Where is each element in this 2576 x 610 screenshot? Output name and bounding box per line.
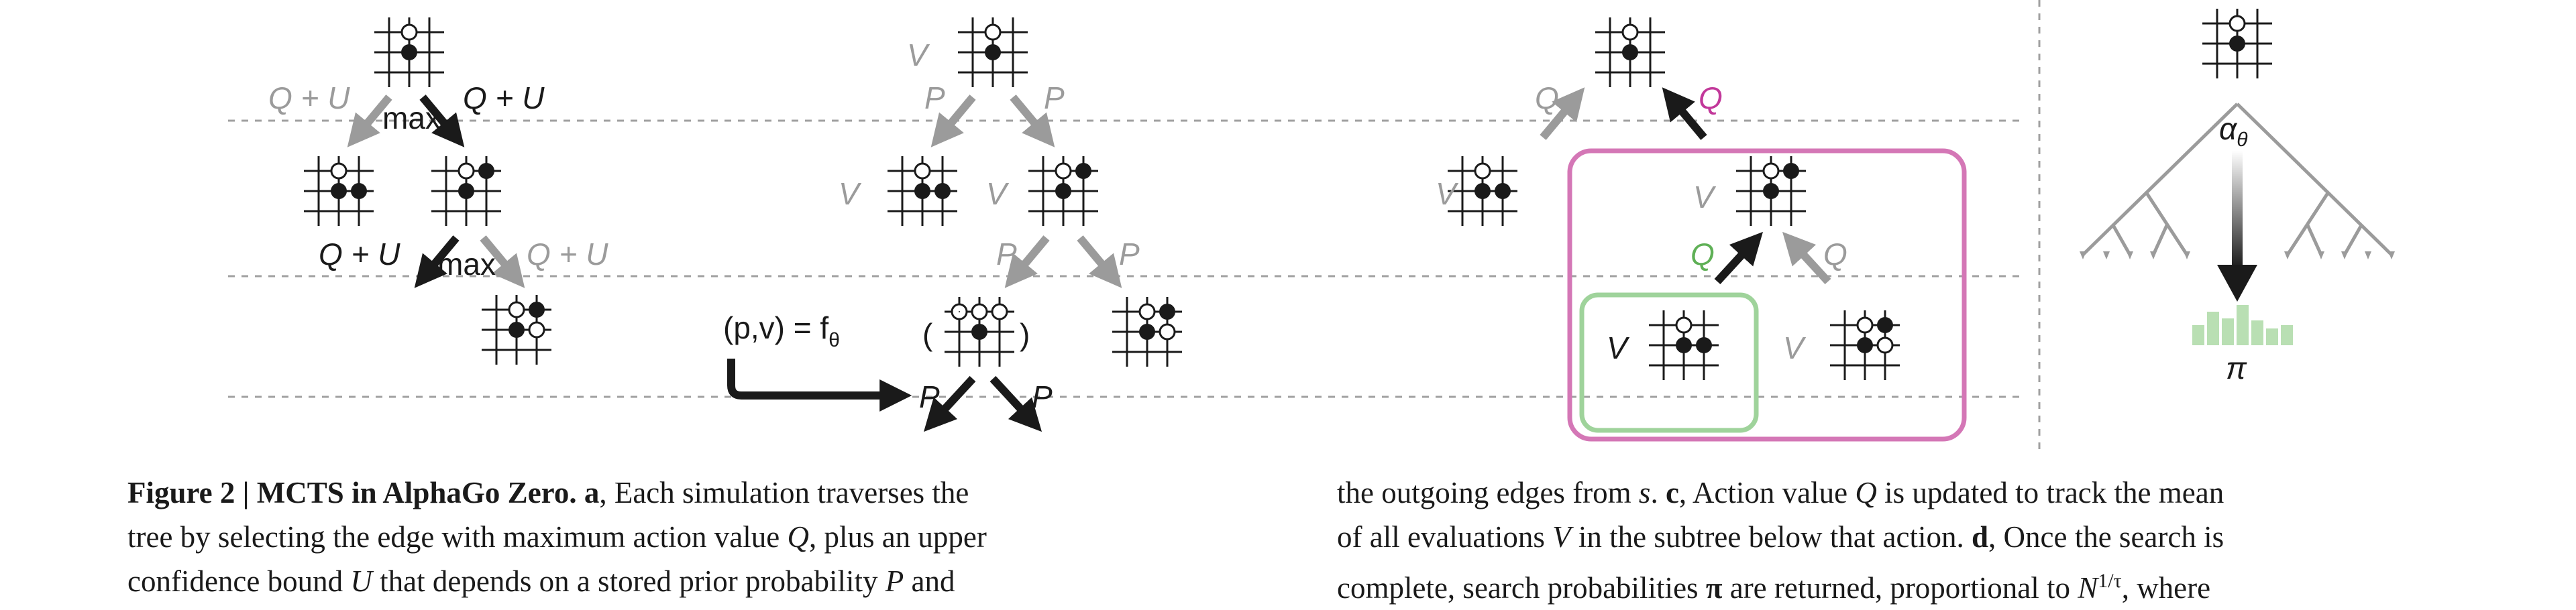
level-separators [228,119,2026,398]
board-b-left [888,156,957,226]
label-b-top-left-p: P [924,80,945,115]
arrow-b-mid-left [1004,235,1050,288]
board-c-green-leaf [1649,310,1719,380]
board-c-root [1595,17,1665,87]
arrow-b-top-right [1010,95,1055,147]
arrow-c-top-left [1540,87,1585,140]
board-a-root [374,17,444,87]
arrow-b-network [727,359,912,412]
label-b-mid-left-p: P [996,237,1017,271]
label-c-green-q: Q [1690,237,1715,271]
panel-c-backup: Q Q V V Q Q V V [1436,17,1967,442]
label-c-grey-q: Q [1823,237,1847,271]
caption-right-line-3: complete, search probabilities π are ret… [1337,570,2211,605]
paren-left: ( [922,317,933,352]
arrow-c-grey [1782,231,1831,285]
board-b-leaf [1112,297,1182,367]
panel-b-expand: V P P V V P P ( ) (p,v) = fθ P P [723,17,1182,432]
panel-d-play: αθ π [2080,9,2395,385]
arrow-a-mid-left [414,235,460,288]
mcts-figure: Q + U max Q + U Q + U max Q + U V P P V … [228,0,2395,456]
label-b-right-v: V [986,176,1010,211]
arrow-b-mid-right [1077,235,1122,288]
board-a-left [304,156,374,226]
paren-right: ) [1020,317,1030,352]
arrow-a-top-right [419,95,465,147]
label-b-network: (p,v) = fθ [723,310,840,351]
green-subtree-box [1579,292,1759,433]
caption-left-line-3: confidence bound U that depends on a sto… [127,564,955,598]
policy-arrow-head [2217,265,2257,302]
caption-left-line-1: Figure 2 | MCTS in AlphaGo Zero. a, Each… [127,476,969,509]
label-b-leaf-left-p: P [919,379,940,414]
caption-left: Figure 2 | MCTS in AlphaGo Zero. a, Each… [127,471,987,603]
policy-tree [2082,103,2393,256]
label-c-green-v: V [1607,330,1630,365]
label-b-mid-right-p: P [1119,237,1140,271]
label-a-mid-left: Q + U [319,237,400,271]
label-d-alpha: αθ [2219,111,2248,151]
label-b-leaf-right-p: P [1032,379,1053,414]
label-c-mid-v: V [1693,180,1717,215]
board-a-right [431,156,501,226]
label-c-top-left-q: Q [1535,80,1559,115]
policy-arrow-shaft [2232,151,2243,268]
board-c-right-leaf [1830,310,1900,380]
label-d-pi: π [2226,351,2247,385]
board-d-root [2202,9,2272,78]
caption-right-line-1: the outgoing edges from s. c, Action val… [1337,476,2224,509]
label-c-top-right-q: Q [1699,80,1723,115]
label-a-top-left: Q + U [268,80,350,115]
label-a-mid-max: max [437,247,496,282]
board-c-left [1448,156,1517,226]
arrow-c-top-right [1662,87,1707,140]
arrow-b-leaf-right [989,375,1042,432]
label-b-root-v: V [907,38,930,72]
label-a-top-right: Q + U [463,80,545,115]
pi-histogram [2192,305,2293,345]
arrow-b-top-left [930,95,976,147]
label-a-mid-right: Q + U [527,237,608,271]
board-b-right [1028,156,1098,226]
label-c-left-v: V [1436,176,1459,211]
board-b-root [958,17,1028,87]
label-b-top-right-p: P [1044,80,1065,115]
caption-right-line-2: of all evaluations V in the subtree belo… [1337,520,2224,554]
board-b-evaluated [945,297,1014,367]
arrow-b-leaf-left [923,375,976,432]
magenta-subtree-box [1567,148,1967,442]
policy-tree-leaves [2080,251,2395,259]
caption-right: the outgoing edges from s. c, Action val… [1337,471,2224,610]
arrow-c-green [1714,231,1763,285]
caption-left-line-2: tree by selecting the edge with maximum … [127,520,987,554]
panel-a-select: Q + U max Q + U Q + U max Q + U [268,17,608,365]
arrow-a-top-left [347,95,392,147]
label-b-left-v: V [839,176,862,211]
label-a-top-max: max [382,101,441,135]
board-c-middle [1736,156,1806,226]
arrow-a-mid-right [480,235,525,288]
board-a-leaf [482,295,551,365]
label-c-right-v: V [1783,330,1807,365]
